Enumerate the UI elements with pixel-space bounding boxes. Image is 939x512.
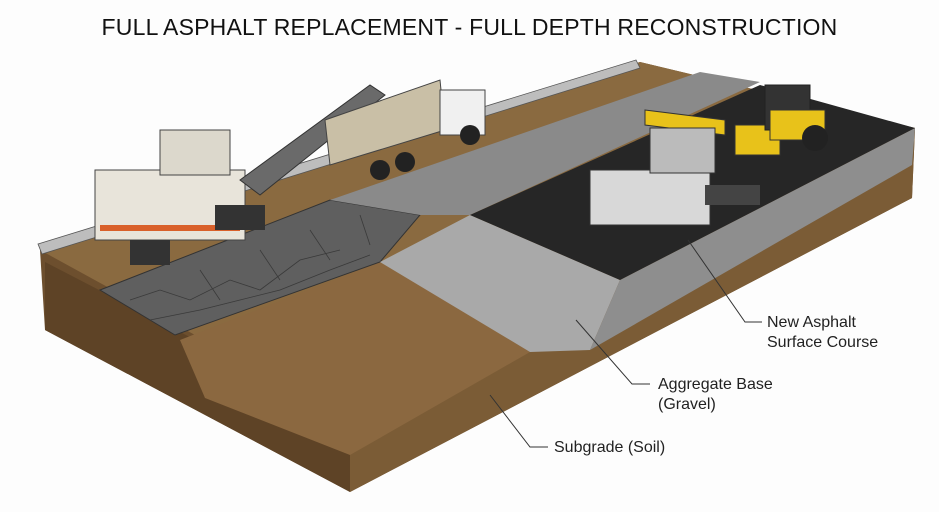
dump-truck-illustration (324, 79, 486, 180)
label-aggregate-base: Aggregate Base (Gravel) (658, 375, 773, 415)
aggregate-base-top (380, 215, 620, 352)
paver-illustration (589, 109, 760, 226)
milled-road-surface (330, 72, 760, 215)
old-cracked-asphalt (98, 199, 421, 336)
label-new-asphalt: New Asphalt Surface Course (767, 313, 878, 353)
label-new-asphalt-line1: New Asphalt (767, 314, 856, 331)
road-roller-illustration (734, 84, 828, 156)
label-new-asphalt-line2: Surface Course (767, 334, 879, 351)
label-subgrade: Subgrade (Soil) (554, 439, 666, 456)
label-aggregate-line2: (Gravel) (658, 396, 716, 413)
asphalt-leader-line (687, 239, 762, 323)
milling-machine-illustration (94, 84, 386, 265)
diagram-title: FULL ASPHALT REPLACEMENT - FULL DEPTH RE… (101, 14, 838, 40)
excavated-pit (180, 262, 530, 455)
aggregate-leader-line (575, 319, 650, 385)
aggregate-base-side (590, 128, 915, 350)
label-aggregate-line1: Aggregate Base (658, 376, 773, 393)
subgrade-leader-line (489, 394, 548, 448)
crack-lines (129, 214, 371, 321)
